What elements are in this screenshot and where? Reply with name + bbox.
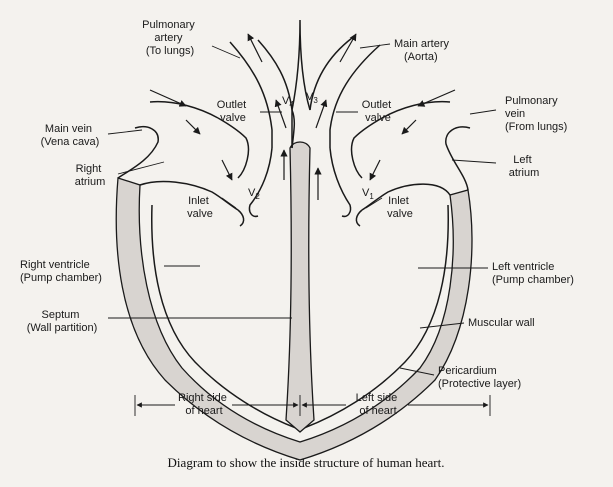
- label-inlet-valve-right: Inlet valve: [187, 195, 213, 220]
- label-outlet-valve-left: Outlet valve: [362, 99, 394, 124]
- label-outlet-valve-right: Outlet valve: [217, 99, 249, 124]
- leader-left-atrium: [452, 160, 496, 163]
- label-left-side: Left side of heart: [356, 392, 401, 417]
- label-pulmonary-artery: Pulmonary artery (To lungs): [142, 19, 198, 57]
- left-atrium-wall: [352, 118, 382, 178]
- valve-label-v1: V1: [362, 187, 374, 201]
- label-septum: Septum (Wall partition): [27, 309, 98, 334]
- leader-main-artery: [360, 44, 390, 48]
- aorta-right-edge: [330, 45, 380, 148]
- outlet-valve-right-flap: [249, 148, 272, 216]
- label-main-artery: Main artery (Aorta): [394, 38, 452, 63]
- valve-label-v3: V3: [306, 91, 318, 105]
- pulmonary-vein-lower: [446, 127, 470, 190]
- outlet-valve-left-flap: [330, 148, 351, 216]
- label-muscular-wall: Muscular wall: [468, 317, 535, 329]
- label-left-atrium: Left atrium: [509, 154, 540, 179]
- label-pericardium: Pericardium (Protective layer): [438, 365, 521, 390]
- flow-arrow-pulmonary-out: [248, 34, 262, 62]
- label-left-ventricle: Left ventricle (Pump chamber): [492, 261, 574, 286]
- label-right-ventricle: Right ventricle (Pump chamber): [20, 259, 102, 284]
- septum-shape: [286, 142, 314, 432]
- inlet-valve-left-flap: [356, 210, 362, 226]
- vena-cava-lower: [118, 127, 158, 178]
- diagram-caption: Diagram to show the inside structure of …: [168, 455, 445, 470]
- leader-pulmonary-vein: [470, 110, 496, 114]
- right-atrium-wall: [218, 118, 248, 178]
- flow-arrow-right-inlet: [222, 160, 232, 180]
- label-inlet-valve-left: Inlet valve: [387, 195, 413, 220]
- flow-arrow-pulmonary-vein-in: [418, 90, 455, 106]
- label-pulmonary-vein: Pulmonary vein (From lungs): [505, 95, 567, 133]
- pulmonary-artery-left-edge: [230, 42, 272, 148]
- leader-inlet-valve-right: [222, 198, 236, 208]
- valve-label-v2: V2: [248, 187, 260, 201]
- flow-arrow-right-atrium: [186, 120, 200, 134]
- flow-arrow-left-atrium: [402, 120, 416, 134]
- label-main-vein: Main vein (Vena cava): [41, 123, 100, 148]
- inlet-valve-right-flap: [238, 210, 244, 226]
- flow-arrow-left-inlet: [370, 160, 380, 180]
- leader-right-atrium: [118, 162, 164, 174]
- flow-arrow-vena-cava-in: [150, 90, 186, 106]
- label-right-atrium: Right atrium: [75, 163, 106, 188]
- valve-label-v4: V4: [282, 95, 294, 109]
- flow-arrow-aorta-out: [340, 34, 356, 62]
- leader-main-vein: [108, 130, 142, 134]
- vena-cava-upper: [150, 102, 218, 118]
- label-right-side: Right side of heart: [178, 392, 230, 417]
